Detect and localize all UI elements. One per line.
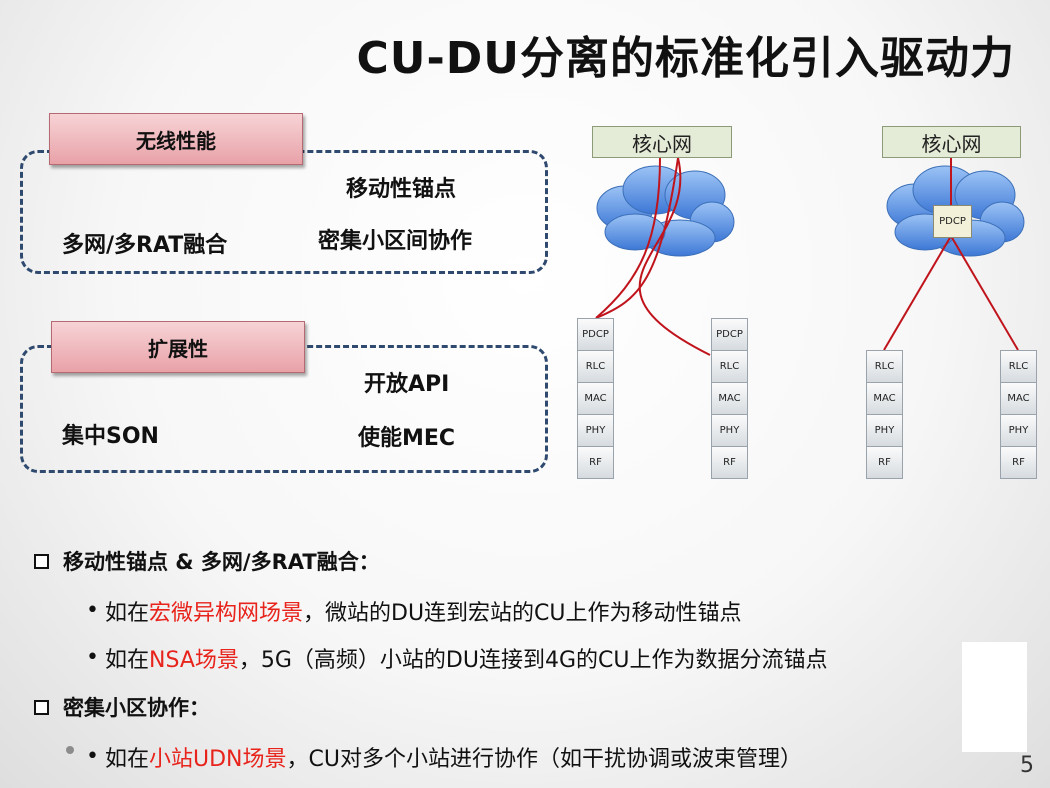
stack-cell: MAC — [866, 383, 903, 415]
sub-pre: 如在 — [104, 746, 149, 772]
decorative-dot-icon — [66, 746, 74, 754]
sub-bullet: • 如在 NSA场景 ，5G（高频）小站的DU连接到4G的CU上作为数据分流锚点 — [34, 634, 1034, 681]
bullet-dot-icon: • — [86, 645, 99, 670]
sub-pre: 如在 — [104, 600, 149, 626]
label-open-api: 开放API — [364, 372, 450, 397]
stack-cell: RF — [866, 447, 903, 479]
protocol-stack-2: PDCP RLC MAC PHY RF — [711, 318, 748, 479]
label-multi-rat: 多网/多RAT融合 — [62, 233, 228, 258]
link-left-c — [595, 157, 679, 319]
bullet-section: 移动性锚点 & 多网/多RAT融合： • 如在 宏微异构网场景 ，微站的DU连到… — [34, 535, 1034, 780]
stack-cell: RLC — [577, 351, 614, 383]
stack-cell: RLC — [711, 351, 748, 383]
label-dense-cell-coop: 密集小区间协作 — [318, 229, 473, 254]
bullet-heading-1: 移动性锚点 & 多网/多RAT融合： — [34, 535, 1034, 587]
stack-cell: PHY — [711, 415, 748, 447]
bullet-dot-icon: • — [86, 744, 99, 769]
heading-text: 密集小区协作： — [63, 696, 210, 720]
link-right-b — [950, 235, 1019, 351]
wireless-performance-tag: 无线性能 — [49, 113, 303, 165]
link-left-a — [595, 157, 661, 319]
label-enable-mec: 使能MEC — [358, 426, 456, 451]
checkbox-square-icon — [34, 553, 49, 569]
heading-text: 移动性锚点 & 多网/多RAT融合： — [63, 550, 380, 574]
core-network-box-right: 核心网 — [882, 126, 1021, 158]
stack-cell: RF — [711, 447, 748, 479]
stack-cell: PDCP — [711, 318, 748, 351]
page-number: 5 — [1020, 753, 1034, 778]
link-right-a — [883, 235, 952, 351]
stack-cell: RF — [577, 447, 614, 479]
stack-cell: PDCP — [577, 318, 614, 351]
stack-cell: MAC — [577, 383, 614, 415]
stack-cell: RF — [1000, 447, 1037, 479]
stack-cell: RLC — [1000, 350, 1037, 383]
stack-cell: PHY — [866, 415, 903, 447]
stack-cell: MAC — [1000, 383, 1037, 415]
sub-pre: 如在 — [104, 647, 149, 673]
label-central-son: 集中SON — [62, 424, 159, 449]
protocol-stack-4: RLC MAC PHY RF — [1000, 350, 1037, 479]
sub-post: ，CU对多个小站进行协作（如干扰协调或波束管理） — [286, 746, 802, 772]
sub-highlight: 小站UDN场景 — [149, 746, 287, 772]
label-mobility-anchor: 移动性锚点 — [346, 177, 457, 202]
core-network-box-left: 核心网 — [592, 126, 732, 158]
sub-post: ，5G（高频）小站的DU连接到4G的CU上作为数据分流锚点 — [238, 647, 828, 673]
white-overlay-patch — [962, 642, 1027, 752]
cloud-left — [596, 165, 735, 257]
stack-cell: PHY — [1000, 415, 1037, 447]
scalability-tag: 扩展性 — [51, 321, 305, 373]
bullet-heading-2: 密集小区协作： — [34, 681, 1034, 733]
network-diagram — [595, 157, 1025, 356]
stack-cell: RLC — [866, 350, 903, 383]
bullet-dot-icon: • — [86, 598, 99, 623]
sub-bullet: • 如在 宏微异构网场景 ，微站的DU连到宏站的CU上作为移动性锚点 — [34, 587, 1034, 634]
stack-cell: MAC — [711, 383, 748, 415]
sub-highlight: 宏微异构网场景 — [149, 600, 304, 626]
protocol-stack-1: PDCP RLC MAC PHY RF — [577, 318, 614, 479]
link-lines — [595, 157, 1019, 356]
cloud-pdcp-box: PDCP — [933, 205, 972, 238]
link-left-b — [638, 157, 711, 356]
sub-post: ，微站的DU连到宏站的CU上作为移动性锚点 — [303, 600, 742, 626]
sub-bullet: • 如在 小站UDN场景 ，CU对多个小站进行协作（如干扰协调或波束管理） — [34, 733, 1034, 780]
sub-highlight: NSA场景 — [149, 647, 239, 673]
page-title: CU-DU分离的标准化引入驱动力 — [356, 33, 1015, 84]
checkbox-square-icon — [34, 699, 49, 715]
protocol-stack-3: RLC MAC PHY RF — [866, 350, 903, 479]
stack-cell: PHY — [577, 415, 614, 447]
